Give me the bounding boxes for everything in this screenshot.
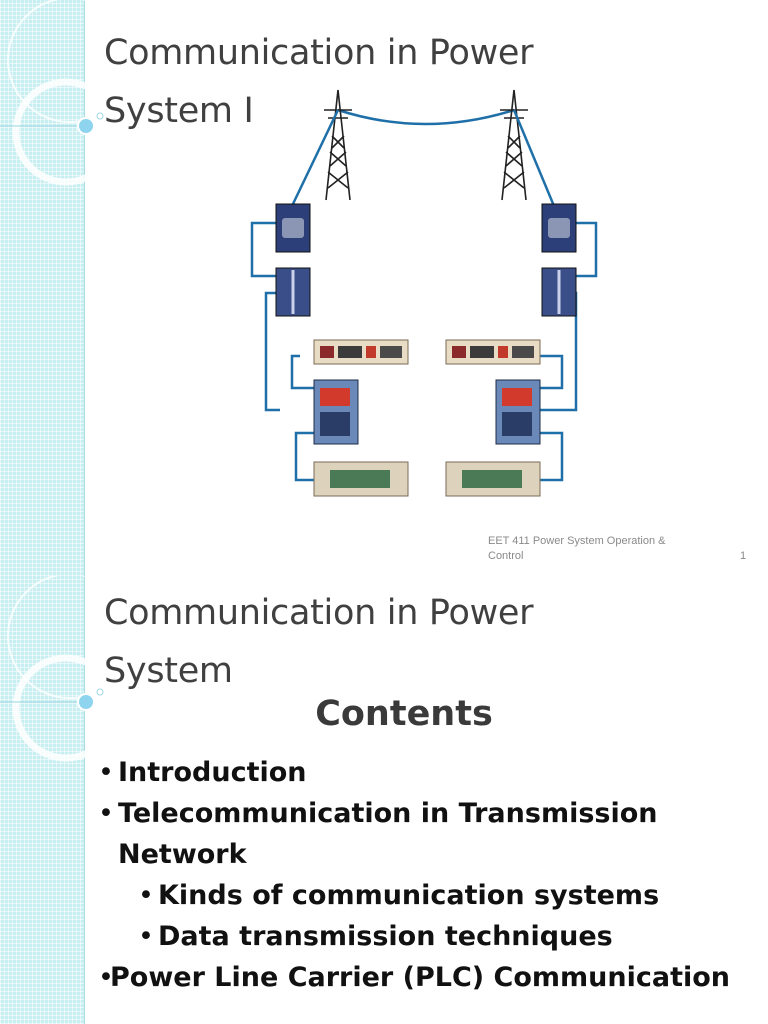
- right-line-trap-icon: [541, 267, 577, 317]
- left-plc-terminal-icon: [313, 339, 409, 365]
- decorative-circles: [0, 576, 133, 762]
- slide-2: Communication in Power System Contents •…: [0, 576, 768, 1024]
- right-tower-icon: [500, 89, 528, 201]
- accent-dot-icon: [77, 693, 95, 711]
- plc-system-diagram: [250, 89, 598, 497]
- decorative-side-band: [0, 576, 133, 1024]
- contents-list: •Introduction •Telecommunication in Tran…: [98, 752, 758, 998]
- slide-footer: EET 411 Power System Operation & Control: [488, 535, 666, 562]
- page-number: 1: [740, 550, 747, 562]
- left-telecom-rack-icon: [313, 461, 409, 497]
- decorative-circles: [0, 0, 133, 186]
- left-protection-relay-icon: [313, 379, 359, 445]
- right-telecom-rack-icon: [445, 461, 541, 497]
- slide-title: Communication in Power System I: [104, 33, 534, 131]
- list-item: •Introduction: [98, 757, 307, 788]
- right-plc-terminal-icon: [445, 339, 541, 365]
- left-coupling-capacitor-icon: [275, 203, 311, 253]
- transmission-line: [337, 108, 515, 126]
- slide-title: Communication in Power System: [104, 593, 534, 691]
- list-item: •Telecommunication in Transmission Netwo…: [98, 798, 658, 870]
- left-tower-icon: [324, 89, 352, 201]
- list-item: •Data transmission techniques: [138, 921, 613, 952]
- slide-1: Communication in Power System I: [0, 0, 747, 576]
- accent-dot-icon: [77, 117, 95, 135]
- right-coupling-capacitor-icon: [541, 203, 577, 253]
- left-line-trap-icon: [275, 267, 311, 317]
- contents-heading: Contents: [315, 694, 493, 734]
- list-item: •Power Line Carrier (PLC) Communication: [98, 962, 731, 993]
- list-item: •Kinds of communication systems: [138, 880, 660, 911]
- right-protection-relay-icon: [495, 379, 541, 445]
- decorative-side-band: [0, 0, 133, 576]
